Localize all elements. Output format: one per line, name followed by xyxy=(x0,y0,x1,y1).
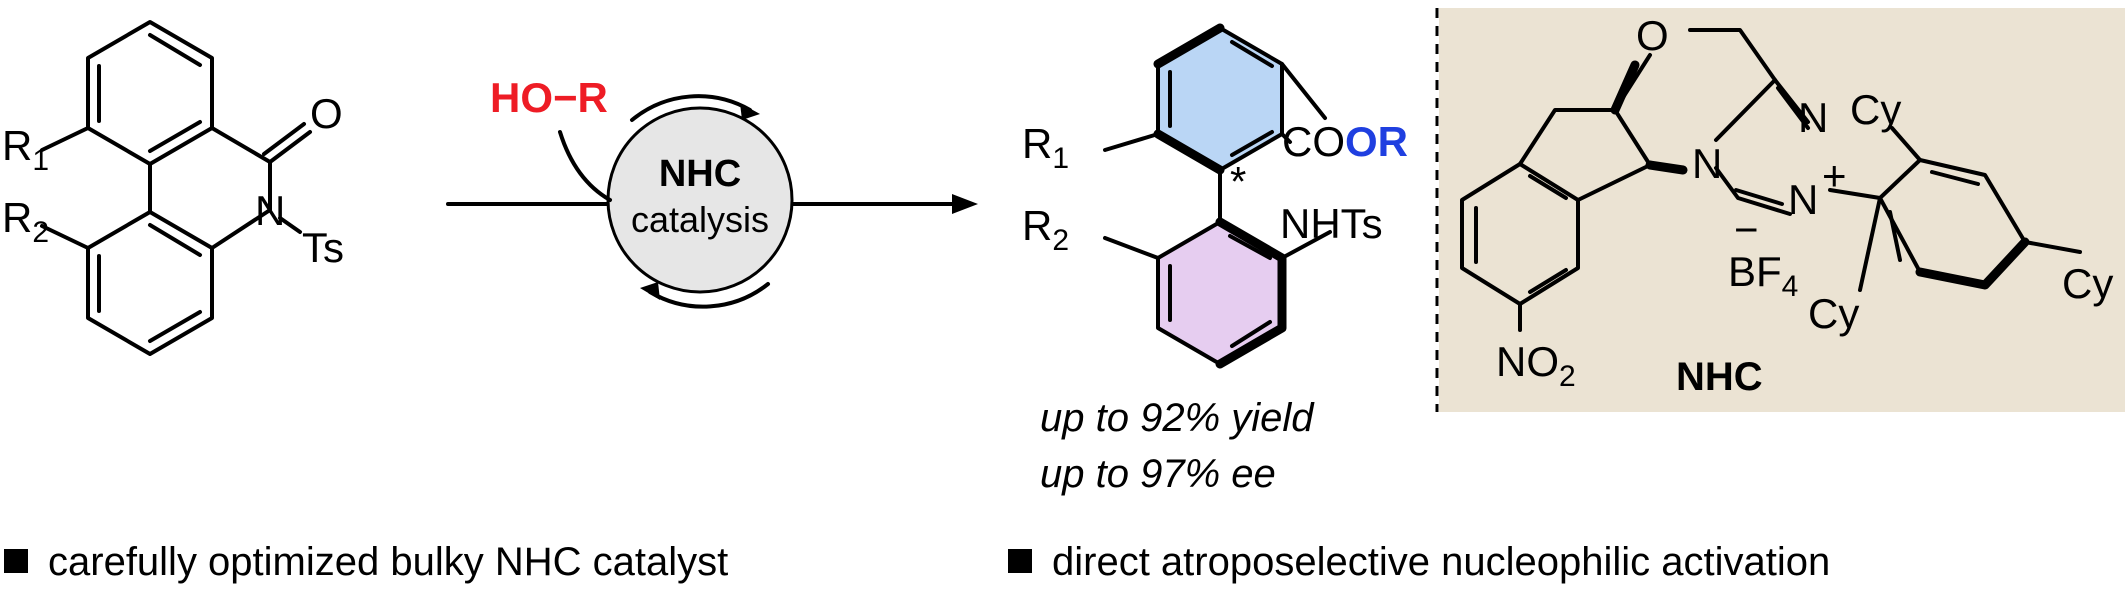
nhc-cy-top: Cy xyxy=(1850,86,1901,133)
bullet-activation: direct atroposelective nucleophilic acti… xyxy=(1008,540,1830,585)
reactant-r2: R2 xyxy=(2,194,49,249)
nhc-minus: − xyxy=(1734,206,1759,253)
cycle-arrow-top xyxy=(630,94,752,122)
reactant-bottom-ring xyxy=(86,210,214,356)
catalysis-label-nhc: NHC xyxy=(659,153,741,195)
nhc-plus: + xyxy=(1822,152,1847,199)
reagent-alcohol: HO−R xyxy=(490,74,608,121)
bullet-activation-text: direct atroposelective nucleophilic acti… xyxy=(1052,540,1831,584)
bullet-square-icon xyxy=(4,549,28,573)
reactant-ts: Ts xyxy=(302,224,344,271)
reactant-structure xyxy=(40,20,312,356)
nhc-n3: N xyxy=(1788,176,1818,223)
nhc-nitro: NO2 xyxy=(1496,338,1576,393)
reagent-incoming-curve xyxy=(558,130,612,202)
product-structure xyxy=(1103,23,1332,369)
arrow-head xyxy=(952,194,978,214)
yield-result: up to 92% yield xyxy=(1040,396,1314,440)
nhc-oxygen: O xyxy=(1636,12,1669,59)
nhc-n1: N xyxy=(1692,140,1722,187)
bullet-square-icon xyxy=(1008,549,1032,573)
cycle-arrow-bottom xyxy=(648,282,770,309)
nhc-bf4: BF4 xyxy=(1728,248,1798,303)
nhc-cy-bottom: Cy xyxy=(1808,290,1859,337)
reactant-nitrogen: N xyxy=(255,187,285,234)
bullet-catalyst: carefully optimized bulky NHC catalyst xyxy=(4,540,728,585)
product-nhts: NHTs xyxy=(1280,200,1383,247)
reactant-top-ring xyxy=(86,20,214,166)
reactant-r1: R1 xyxy=(2,122,49,177)
nhc-n2: N xyxy=(1798,94,1828,141)
nhc-structure xyxy=(1460,28,2082,332)
nhc-cy-right: Cy xyxy=(2062,260,2113,307)
product-ester: COOR xyxy=(1282,118,1408,165)
chiral-axis-star: * xyxy=(1230,158,1246,205)
reactant-oxygen: O xyxy=(310,90,343,137)
bullet-catalyst-text: carefully optimized bulky NHC catalyst xyxy=(48,540,729,584)
product-r2: R2 xyxy=(1022,202,1069,257)
product-r1: R1 xyxy=(1022,120,1069,175)
nhc-name: NHC xyxy=(1676,355,1763,399)
ee-result: up to 97% ee xyxy=(1040,452,1276,496)
catalysis-label-text: catalysis xyxy=(631,199,769,240)
